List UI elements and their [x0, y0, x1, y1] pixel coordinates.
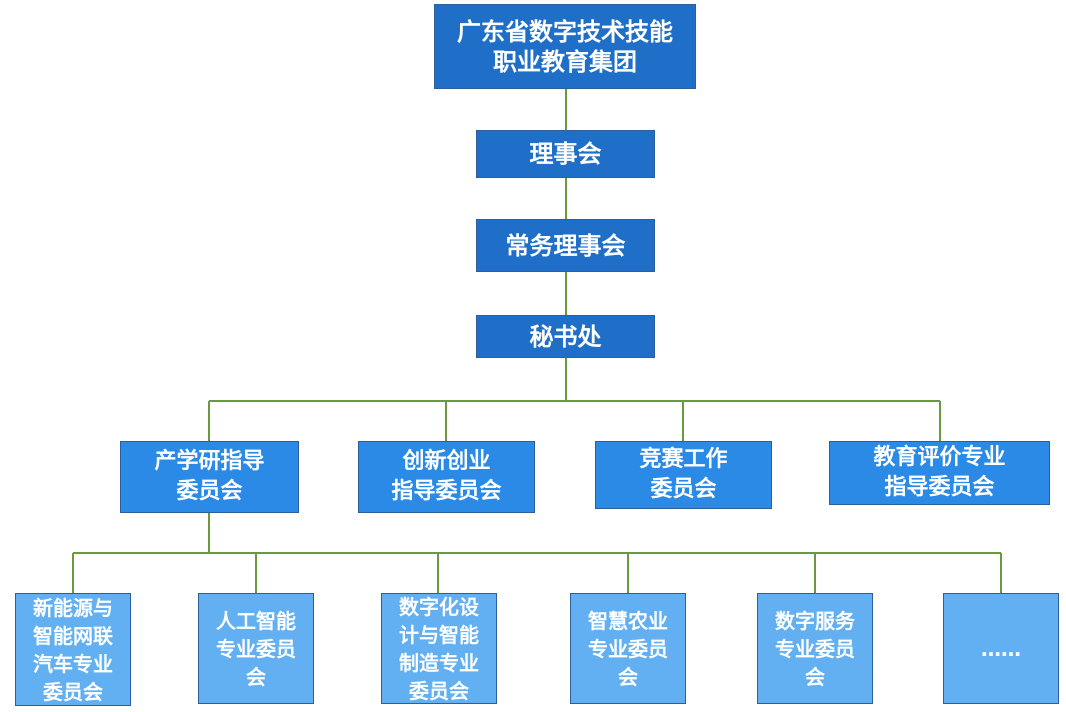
committee-node: 竞赛工作 委员会	[595, 441, 772, 509]
subcommittee-node: 新能源与 智能网联 汽车专业 委员会	[15, 593, 131, 706]
standing-council-label: 常务理事会	[505, 231, 626, 260]
standing-council-node: 常务理事会	[476, 219, 655, 272]
subcommittee-label: 新能源与 智能网联 汽车专业 委员会	[33, 595, 113, 704]
secretariat-label: 秘书处	[529, 322, 602, 351]
council-label: 理事会	[529, 140, 602, 168]
subcommittee-node: 人工智能 专业委员 会	[198, 593, 314, 704]
subcommittee-label: 数字化设 计与智能 制造专业 委员会	[399, 594, 479, 703]
subcommittee-label: 人工智能 专业委员 会	[216, 608, 296, 689]
council-node: 理事会	[476, 130, 655, 178]
subcommittee-node: 智慧农业 专业委员 会	[570, 593, 686, 704]
secretariat-node: 秘书处	[476, 315, 655, 358]
subcommittee-label: 数字服务 专业委员 会	[775, 608, 855, 689]
committee-label: 创新创业 指导委员会	[391, 449, 502, 504]
committee-node: 产学研指导 委员会	[120, 441, 299, 513]
committee-label: 教育评价专业 指导委员会	[873, 445, 1006, 500]
committee-label: 竞赛工作 委员会	[639, 447, 728, 502]
more-ellipsis: ……	[981, 636, 1021, 661]
subcommittee-node: 数字化设 计与智能 制造专业 委员会	[381, 593, 497, 704]
subcommittee-node-more: ……	[943, 593, 1059, 704]
committee-label: 产学研指导 委员会	[154, 449, 265, 504]
committee-node: 教育评价专业 指导委员会	[829, 441, 1050, 505]
committee-node: 创新创业 指导委员会	[358, 441, 535, 513]
root-label: 广东省数字技术技能 职业教育集团	[457, 17, 673, 76]
root-node: 广东省数字技术技能 职业教育集团	[434, 4, 696, 89]
subcommittee-label: 智慧农业 专业委员 会	[588, 608, 668, 689]
subcommittee-node: 数字服务 专业委员 会	[757, 593, 873, 704]
